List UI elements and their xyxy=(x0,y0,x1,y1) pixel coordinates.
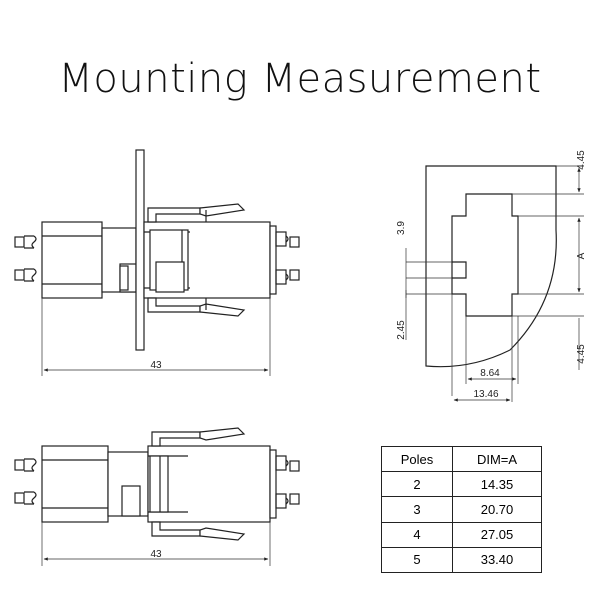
top-connector-view: 43 xyxy=(14,149,300,376)
dim-8-64: 8.64 xyxy=(480,368,500,379)
cell-poles: 4 xyxy=(381,521,453,548)
table-row: 4 27.05 xyxy=(381,521,542,548)
cell-dim-a: 27.05 xyxy=(452,521,542,548)
column-header-poles: Poles xyxy=(381,446,453,472)
right-wire-stubs xyxy=(275,231,300,285)
cell-poles: 5 xyxy=(381,546,453,574)
cell-dim-a: 14.35 xyxy=(452,470,542,498)
cell-poles: 2 xyxy=(381,470,453,498)
column-header-dim-a: DIM=A xyxy=(452,446,542,472)
dim-3-9: 3.9 xyxy=(396,221,407,235)
mounting-panel xyxy=(135,149,145,351)
dim-length-bottom: 43 xyxy=(150,549,162,560)
dimension-table: Poles DIM=A 2 14.35 3 20.70 4 27.05 5 33… xyxy=(381,446,542,574)
dim-top-4-45: 4.45 xyxy=(576,150,587,170)
dim-bottom-4-45: 4.45 xyxy=(576,344,587,364)
panel-cutout-view: 4.45 A 4.45 3.9 2.45 8.64 13.46 xyxy=(396,150,587,402)
cell-poles: 3 xyxy=(381,496,453,523)
dim-a: A xyxy=(576,252,587,259)
table-header-row: Poles DIM=A xyxy=(381,446,542,472)
plug-body xyxy=(41,221,103,299)
cell-dim-a: 33.40 xyxy=(452,546,542,574)
dim-2-45: 2.45 xyxy=(396,320,407,340)
table-row: 3 20.70 xyxy=(381,496,542,523)
dim-13-46: 13.46 xyxy=(473,389,498,400)
cell-dim-a: 20.70 xyxy=(452,496,542,523)
dim-length-top: 43 xyxy=(150,360,162,371)
page-title: Mounting Measurement xyxy=(58,56,542,102)
left-wire-stubs xyxy=(14,235,37,282)
table-row: 2 14.35 xyxy=(381,470,542,498)
bottom-connector-view: 43 xyxy=(14,427,300,566)
table-row: 5 33.40 xyxy=(381,546,542,574)
